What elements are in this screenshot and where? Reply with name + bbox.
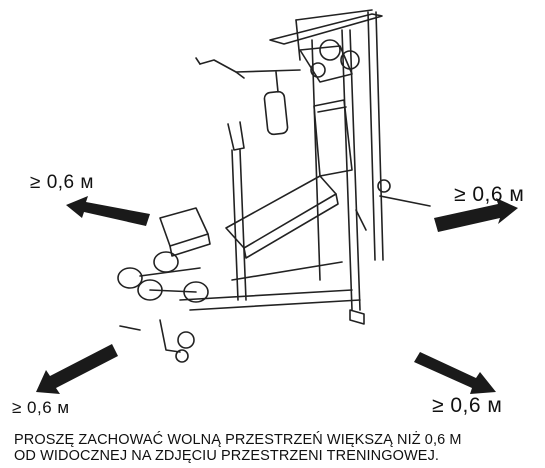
clearance-label-top-right: ≥ 0,6 м — [454, 183, 525, 206]
arrow-top-left-icon — [66, 196, 150, 226]
arrow-bottom-left-icon — [36, 344, 118, 394]
instruction-caption: PROSZĘ ZACHOWAĆ WOLNĄ PRZESTRZEŃ WIĘKSZĄ… — [14, 432, 544, 464]
clearance-label-bottom-right: ≥ 0,6 м — [432, 394, 503, 417]
caption-line-1: PROSZĘ ZACHOWAĆ WOLNĄ PRZESTRZEŃ WIĘKSZĄ… — [14, 432, 462, 448]
clearance-label-top-left: ≥ 0,6 м — [30, 172, 94, 193]
clearance-label-bottom-left: ≥ 0,6 м — [12, 398, 70, 417]
arrow-bottom-right-icon — [414, 352, 496, 394]
home-gym-machine-illustration — [117, 9, 431, 363]
clearance-arrows — [36, 196, 518, 394]
home-gym-diagram — [36, 9, 518, 394]
arrow-top-right-icon — [434, 198, 518, 232]
caption-line-2: OD WIDOCZNEJ NA ZDJĘCIU PRZESTRZENI TREN… — [14, 448, 440, 464]
